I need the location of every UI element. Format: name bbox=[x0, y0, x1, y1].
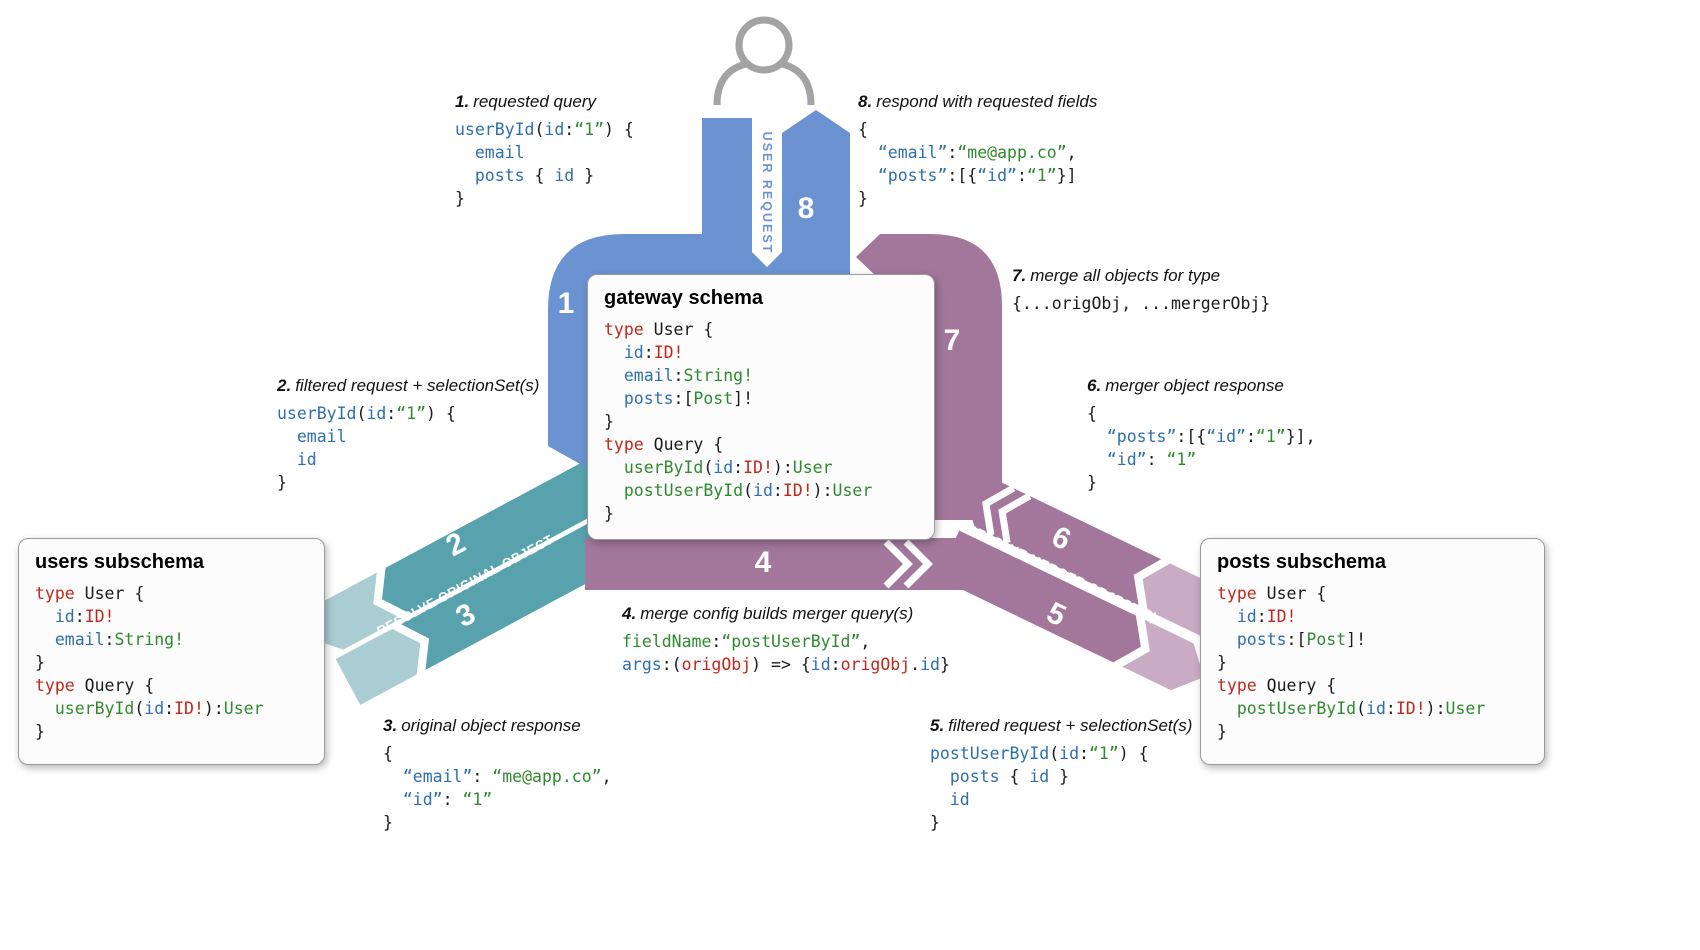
annotation-6-number: 6. bbox=[1087, 376, 1102, 395]
annotation-8-number: 8. bbox=[858, 92, 873, 111]
step-8-badge: 8 bbox=[797, 192, 815, 225]
user-request-arrow-label: USER REQUEST bbox=[760, 131, 774, 255]
merger-query-arrow bbox=[585, 538, 1003, 590]
gateway-schema-code: type User { id:ID! email:String! posts:[… bbox=[604, 320, 873, 523]
step-7-badge: 7 bbox=[943, 324, 961, 357]
posts-subschema-title: posts subschema bbox=[1217, 551, 1386, 573]
gateway-schema-box: gateway schema type User { id:ID! email:… bbox=[587, 274, 935, 540]
annotation-7-number: 7. bbox=[1012, 266, 1027, 285]
annotation-5: 5.filtered request + selectionSet(s) pos… bbox=[930, 716, 1192, 834]
annotation-5-code: postUserById(id:“1”) { posts { id } id} bbox=[930, 744, 1149, 832]
annotation-3-label: original object response bbox=[401, 716, 581, 735]
annotation-8: 8.respond with requested fields { “email… bbox=[858, 92, 1097, 210]
posts-subschema-code: type User { id:ID! posts:[Post]!}type Qu… bbox=[1217, 584, 1486, 741]
annotation-8-code: { “email”:“me@app.co”, “posts”:[{“id”:“1… bbox=[858, 120, 1077, 208]
annotation-3-number: 3. bbox=[383, 716, 398, 735]
annotation-1-number: 1. bbox=[455, 92, 470, 111]
annotation-5-label: filtered request + selectionSet(s) bbox=[948, 716, 1193, 735]
user-response-up-arrow bbox=[782, 110, 850, 245]
annotation-2-code: userById(id:“1”) { email id} bbox=[277, 404, 456, 492]
users-subschema-title: users subschema bbox=[35, 551, 204, 573]
user-icon bbox=[713, 16, 815, 106]
resolve-original-request-arrow bbox=[309, 457, 617, 650]
annotation-6: 6.merger object response { “posts”:[{“id… bbox=[1087, 376, 1316, 494]
gateway-schema-title: gateway schema bbox=[604, 287, 763, 309]
annotation-2-label: filtered request + selectionSet(s) bbox=[295, 376, 540, 395]
annotation-7-code: {...origObj, ...mergerObj} bbox=[1012, 294, 1271, 313]
annotation-1: 1.requested query userById(id:“1”) { ema… bbox=[455, 92, 634, 210]
users-subschema-box: users subschema type User { id:ID! email… bbox=[18, 538, 325, 765]
resolve-merger-request-arrow bbox=[936, 530, 1204, 691]
annotation-5-number: 5. bbox=[930, 716, 945, 735]
annotation-4-label: merge config builds merger query(s) bbox=[640, 604, 914, 623]
annotation-2: 2.filtered request + selectionSet(s) use… bbox=[277, 376, 539, 494]
annotation-3-code: { “email”: “me@app.co”, “id”: “1”} bbox=[383, 744, 612, 832]
annotation-4-code: fieldName:“postUserById”,args:(origObj) … bbox=[622, 632, 950, 674]
posts-subschema-box: posts subschema type User { id:ID! posts… bbox=[1200, 538, 1545, 765]
annotation-3: 3.original object response { “email”: “m… bbox=[383, 716, 612, 834]
annotation-6-label: merger object response bbox=[1105, 376, 1284, 395]
annotation-1-label: requested query bbox=[473, 92, 597, 111]
annotation-4-number: 4. bbox=[622, 604, 637, 623]
annotation-7: 7.merge all objects for type {...origObj… bbox=[1012, 266, 1270, 315]
annotation-2-number: 2. bbox=[277, 376, 292, 395]
user-request-down-band bbox=[702, 118, 752, 240]
annotation-1-code: userById(id:“1”) { email posts { id }} bbox=[455, 120, 634, 208]
user-request-strip bbox=[752, 108, 782, 252]
annotation-7-label: merge all objects for type bbox=[1030, 266, 1221, 285]
step-1-badge: 1 bbox=[557, 287, 575, 320]
users-subschema-code: type User { id:ID! email:String!}type Qu… bbox=[35, 584, 264, 741]
annotation-8-label: respond with requested fields bbox=[876, 92, 1098, 111]
step-4-badge: 4 bbox=[754, 546, 772, 579]
annotation-4: 4.merge config builds merger query(s) fi… bbox=[622, 604, 950, 676]
annotation-6-code: { “posts”:[{“id”:“1”}], “id”: “1”} bbox=[1087, 404, 1316, 492]
